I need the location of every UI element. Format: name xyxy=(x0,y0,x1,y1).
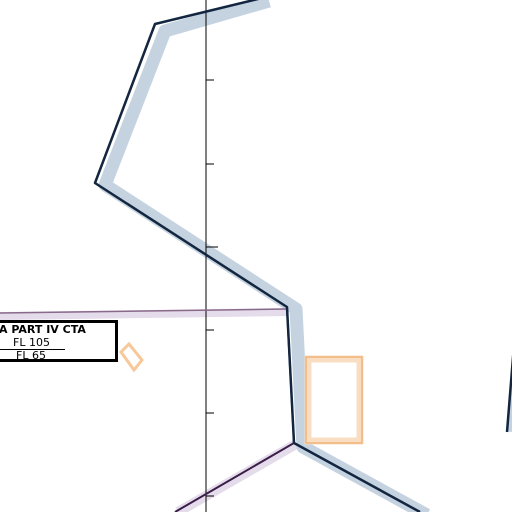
purple-boundary-buffer xyxy=(0,308,299,512)
upper-limit: FL 105 xyxy=(13,336,50,349)
limit-divider xyxy=(0,349,65,350)
airspace-label: A PART IV CTA FL 105 FL 65 xyxy=(0,320,118,362)
orange-zone xyxy=(119,341,364,445)
airspace-name: A PART IV CTA xyxy=(0,323,86,336)
cta-boundary-outline xyxy=(93,0,421,512)
right-boundary-fragment xyxy=(505,354,512,433)
cta-boundary-buffer xyxy=(98,0,431,512)
lower-limit: FL 65 xyxy=(16,349,46,362)
